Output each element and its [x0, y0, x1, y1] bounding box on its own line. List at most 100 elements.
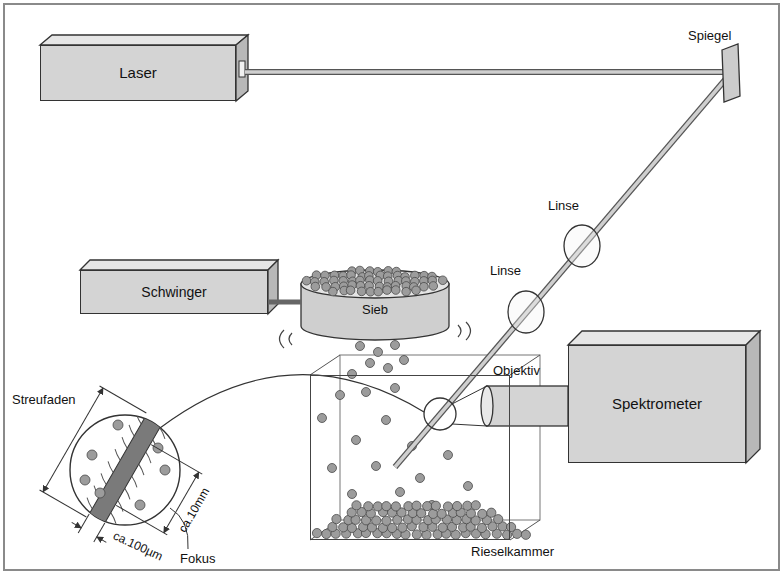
- box-top-face: [40, 35, 248, 45]
- extension-line: [40, 490, 87, 517]
- granule: [357, 287, 366, 296]
- scatter-mark: [135, 464, 147, 475]
- box-top-face: [568, 331, 760, 345]
- box-side-face: [268, 260, 278, 314]
- box-label: Spektrometer: [612, 395, 702, 413]
- granule-pile: [521, 530, 530, 539]
- mirror-label: Spiegel: [688, 28, 731, 44]
- granule-pile: [382, 516, 391, 525]
- box-side-face: [236, 35, 248, 101]
- laser-aperture: [239, 61, 245, 77]
- component-label: Rieselkammer: [471, 544, 554, 560]
- extension-line: [100, 386, 147, 413]
- falling-granule: [372, 462, 381, 471]
- granule: [135, 500, 145, 510]
- falling-granule: [384, 364, 393, 373]
- granule-pile: [412, 530, 421, 539]
- granule: [153, 443, 163, 453]
- scatter-mark: [84, 498, 96, 509]
- falling-granule: [356, 342, 365, 351]
- granule-pile: [452, 501, 461, 510]
- granule: [311, 282, 320, 291]
- scatter-mark: [133, 413, 145, 424]
- granule: [420, 282, 429, 291]
- scatter-mark: [105, 461, 117, 472]
- granule: [438, 276, 447, 285]
- lens: [508, 291, 544, 333]
- objective-lens: Objektiv: [487, 386, 568, 426]
- falling-granule: [366, 359, 375, 368]
- box-label: Schwinger: [141, 284, 206, 301]
- granule-pile: [443, 502, 452, 511]
- trickle-chamber: Rieselkammer: [310, 375, 510, 540]
- falling-granule: [348, 490, 357, 499]
- scatter-filament: [82, 405, 168, 535]
- box-faces: [40, 35, 760, 463]
- granule: [95, 488, 105, 498]
- chamber-back-face: [340, 355, 540, 520]
- chamber-edge: [310, 355, 340, 375]
- laser-beam-edge: [395, 74, 730, 467]
- granule-pile: [471, 501, 480, 510]
- falling-granule: [396, 488, 405, 497]
- falling-granule: [382, 416, 391, 425]
- granule-pile: [412, 501, 421, 510]
- box-label: Laser: [119, 64, 157, 82]
- dimension-label: ca.10mm: [175, 485, 214, 536]
- dimension-line: [72, 522, 82, 528]
- falling-granule: [391, 341, 400, 350]
- falling-granule: [416, 474, 425, 483]
- vibration-mark: [280, 330, 285, 348]
- granule: [346, 286, 355, 295]
- box-side-face: [746, 331, 760, 463]
- dimension-lines: [31, 386, 215, 572]
- granule-pile: [332, 514, 341, 523]
- lens-label: Linse: [490, 263, 521, 279]
- falling-granule: [374, 348, 383, 357]
- granule-pile: [431, 501, 440, 510]
- falling-granule: [391, 384, 400, 393]
- objective-body: [487, 386, 568, 426]
- granule: [302, 276, 311, 285]
- extension-line: [151, 445, 202, 475]
- granule: [391, 286, 400, 295]
- granule-pile: [312, 529, 321, 538]
- scatter-mark: [119, 437, 131, 448]
- granule-pile: [487, 508, 496, 517]
- extension-line: [94, 523, 105, 542]
- granule-pile: [507, 522, 516, 531]
- oscillator-box: Schwinger: [80, 270, 268, 314]
- scatter-mark: [121, 488, 133, 499]
- granule-pile: [463, 501, 472, 510]
- detail-leader: [160, 375, 424, 428]
- setup-drawing: [31, 44, 740, 572]
- granule-pile: [373, 502, 382, 511]
- granule: [402, 287, 411, 296]
- falling-granule: [362, 388, 371, 397]
- lens-label: Linse: [548, 198, 579, 214]
- falling-granule: [336, 391, 345, 400]
- granule-pile: [391, 502, 400, 511]
- granule: [113, 420, 123, 430]
- figure-frame: [4, 4, 779, 570]
- granule-pile: [398, 523, 407, 532]
- collection-cone: [452, 424, 487, 426]
- falling-granule: [348, 370, 357, 379]
- drive-rod: [268, 300, 301, 305]
- scatter-mark: [98, 473, 110, 484]
- granule: [87, 450, 97, 460]
- granule-pile: [437, 509, 446, 518]
- objective-front: [481, 386, 493, 426]
- component-label: Objektiv: [493, 363, 540, 379]
- focus-circle: [424, 398, 456, 430]
- granule-pile: [423, 502, 432, 511]
- scatter-mark: [142, 452, 154, 463]
- granule-pile: [382, 502, 391, 511]
- falling-granule: [318, 414, 327, 423]
- granule: [429, 282, 438, 291]
- spectrometer-box: Spektrometer: [568, 345, 746, 463]
- scatter-mark: [128, 476, 140, 487]
